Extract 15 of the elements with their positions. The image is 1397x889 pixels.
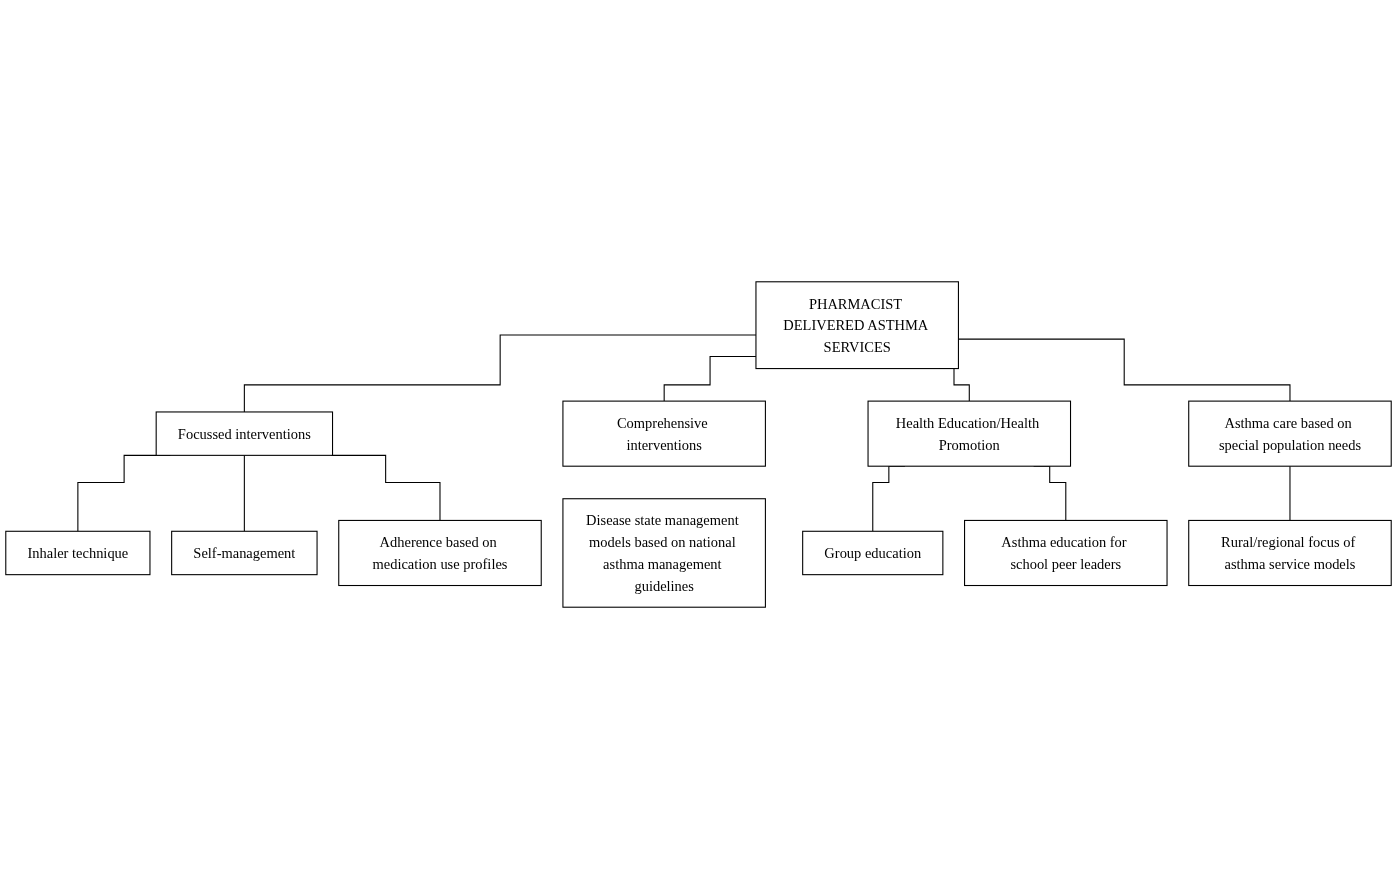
node-box: PHARMACIST DELIVERED ASTHMA SERVICES bbox=[755, 281, 959, 370]
node-box: Adherence based on medication use profiles bbox=[338, 519, 542, 587]
node-box: Asthma care based on special population needs bbox=[1188, 400, 1392, 467]
node-box: Disease state management models based on national asthma management guidelines bbox=[562, 498, 766, 608]
node-box: Health Education/Health Promotion bbox=[867, 400, 1072, 467]
node-box: Focussed interventions bbox=[155, 411, 334, 456]
node-box: Comprehensive interventions bbox=[562, 400, 766, 467]
node-box: Rural/regional focus of asthma service models bbox=[1188, 519, 1392, 587]
connector bbox=[330, 454, 441, 521]
node-box: Group education bbox=[802, 530, 944, 576]
connector bbox=[1289, 465, 1291, 521]
node-box: Asthma education for school peer leaders bbox=[964, 519, 1168, 587]
connector bbox=[243, 454, 245, 532]
node-box: Inhaler technique bbox=[5, 530, 151, 576]
node-box: Self-management bbox=[171, 530, 318, 576]
